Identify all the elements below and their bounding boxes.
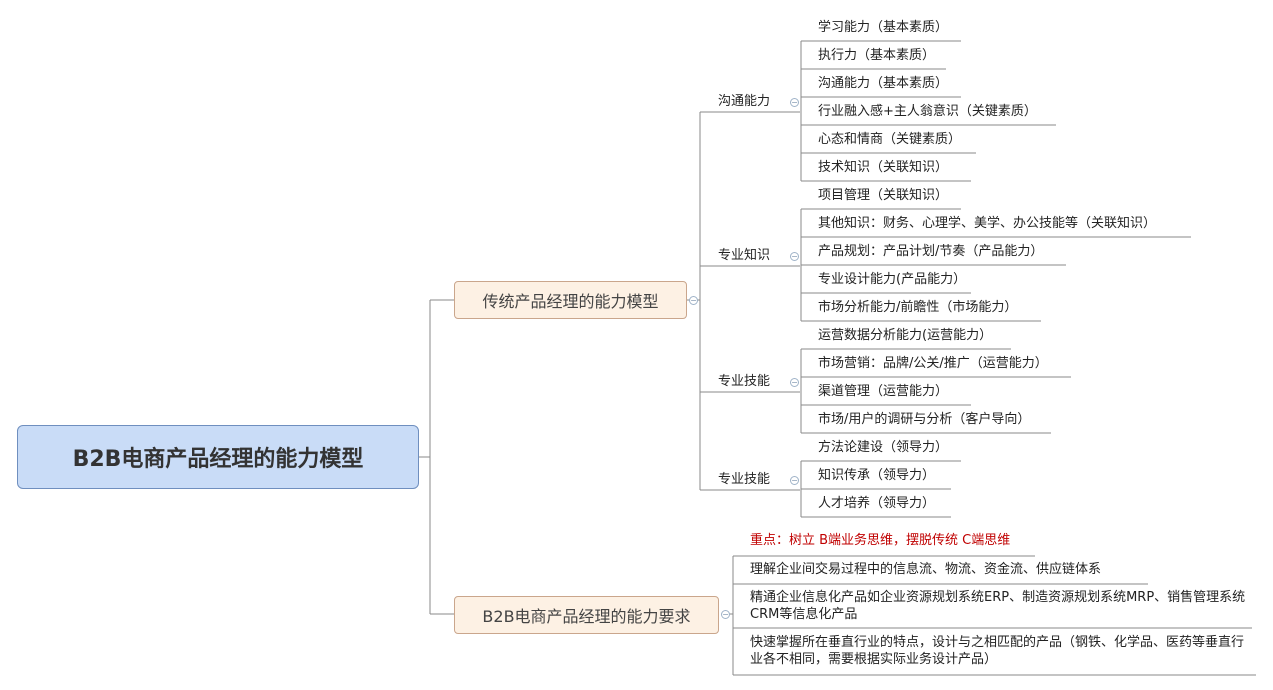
- requirement-item[interactable]: 精通企业信息化产品如企业资源规划系统ERP、制造资源规划系统MRP、销售管理系统…: [750, 590, 1246, 622]
- leaf-item[interactable]: 渠道管理（运营能力）: [818, 384, 949, 399]
- leaf-item[interactable]: 方法论建设（领导力）: [818, 440, 949, 455]
- leaf-item[interactable]: 其他知识：财务、心理学、美学、办公技能等（关联知识）: [818, 216, 1157, 231]
- leaf-item[interactable]: 心态和情商（关键素质）: [818, 132, 962, 147]
- collapse-minus-icon[interactable]: −: [790, 98, 799, 107]
- topic-traditional-pm[interactable]: 传统产品经理的能力模型: [454, 281, 687, 319]
- leaf-item[interactable]: 运营数据分析能力(运营能力）: [818, 328, 993, 343]
- group-label-2[interactable]: 专业知识: [718, 248, 771, 263]
- requirement-item[interactable]: 快速掌握所在垂直行业的特点，设计与之相匹配的产品（钢铁、化学品、医药等垂直行业各…: [750, 635, 1245, 667]
- collapse-minus-icon[interactable]: −: [689, 296, 698, 305]
- leaf-item[interactable]: 技术知识（关联知识）: [818, 160, 949, 175]
- leaf-item[interactable]: 市场分析能力/前瞻性（市场能力）: [818, 300, 1018, 315]
- leaf-item[interactable]: 产品规划：产品计划/节奏（产品能力）: [818, 244, 1044, 259]
- leaf-item[interactable]: 人才培养（领导力）: [818, 496, 936, 511]
- leaf-item[interactable]: 专业设计能力(产品能力）: [818, 272, 967, 287]
- requirement-item[interactable]: 理解企业间交易过程中的信息流、物流、资金流、供应链体系: [750, 562, 1102, 577]
- focus-highlight: 重点：树立 B端业务思维，摆脱传统 C端思维: [750, 533, 1011, 548]
- group-label-1[interactable]: 沟通能力: [718, 94, 771, 109]
- collapse-minus-icon[interactable]: −: [721, 610, 730, 619]
- leaf-item[interactable]: 市场/用户的调研与分析（客户导向）: [818, 412, 1031, 427]
- collapse-minus-icon[interactable]: −: [790, 378, 799, 387]
- group-label-4[interactable]: 专业技能: [718, 472, 771, 487]
- topic-b2b-pm-label: B2B电商产品经理的能力要求: [482, 607, 691, 626]
- leaf-item[interactable]: 项目管理（关联知识）: [818, 188, 949, 203]
- collapse-minus-icon[interactable]: −: [790, 252, 799, 261]
- leaf-item[interactable]: 沟通能力（基本素质）: [818, 76, 949, 91]
- collapse-minus-icon[interactable]: −: [790, 476, 799, 485]
- leaf-item[interactable]: 行业融入感+主人翁意识（关键素质）: [818, 104, 1037, 119]
- leaf-item[interactable]: 市场营销：品牌/公关/推广（运营能力）: [818, 356, 1048, 371]
- topic-traditional-pm-label: 传统产品经理的能力模型: [482, 292, 659, 311]
- topic-b2b-pm[interactable]: B2B电商产品经理的能力要求: [454, 596, 719, 634]
- root-topic[interactable]: B2B电商产品经理的能力模型: [17, 425, 419, 489]
- leaf-item[interactable]: 执行力（基本素质）: [818, 48, 936, 63]
- group-label-3[interactable]: 专业技能: [718, 374, 771, 389]
- leaf-item[interactable]: 学习能力（基本素质）: [818, 20, 949, 35]
- root-topic-label: B2B电商产品经理的能力模型: [72, 447, 364, 472]
- leaf-item[interactable]: 知识传承（领导力）: [818, 468, 936, 483]
